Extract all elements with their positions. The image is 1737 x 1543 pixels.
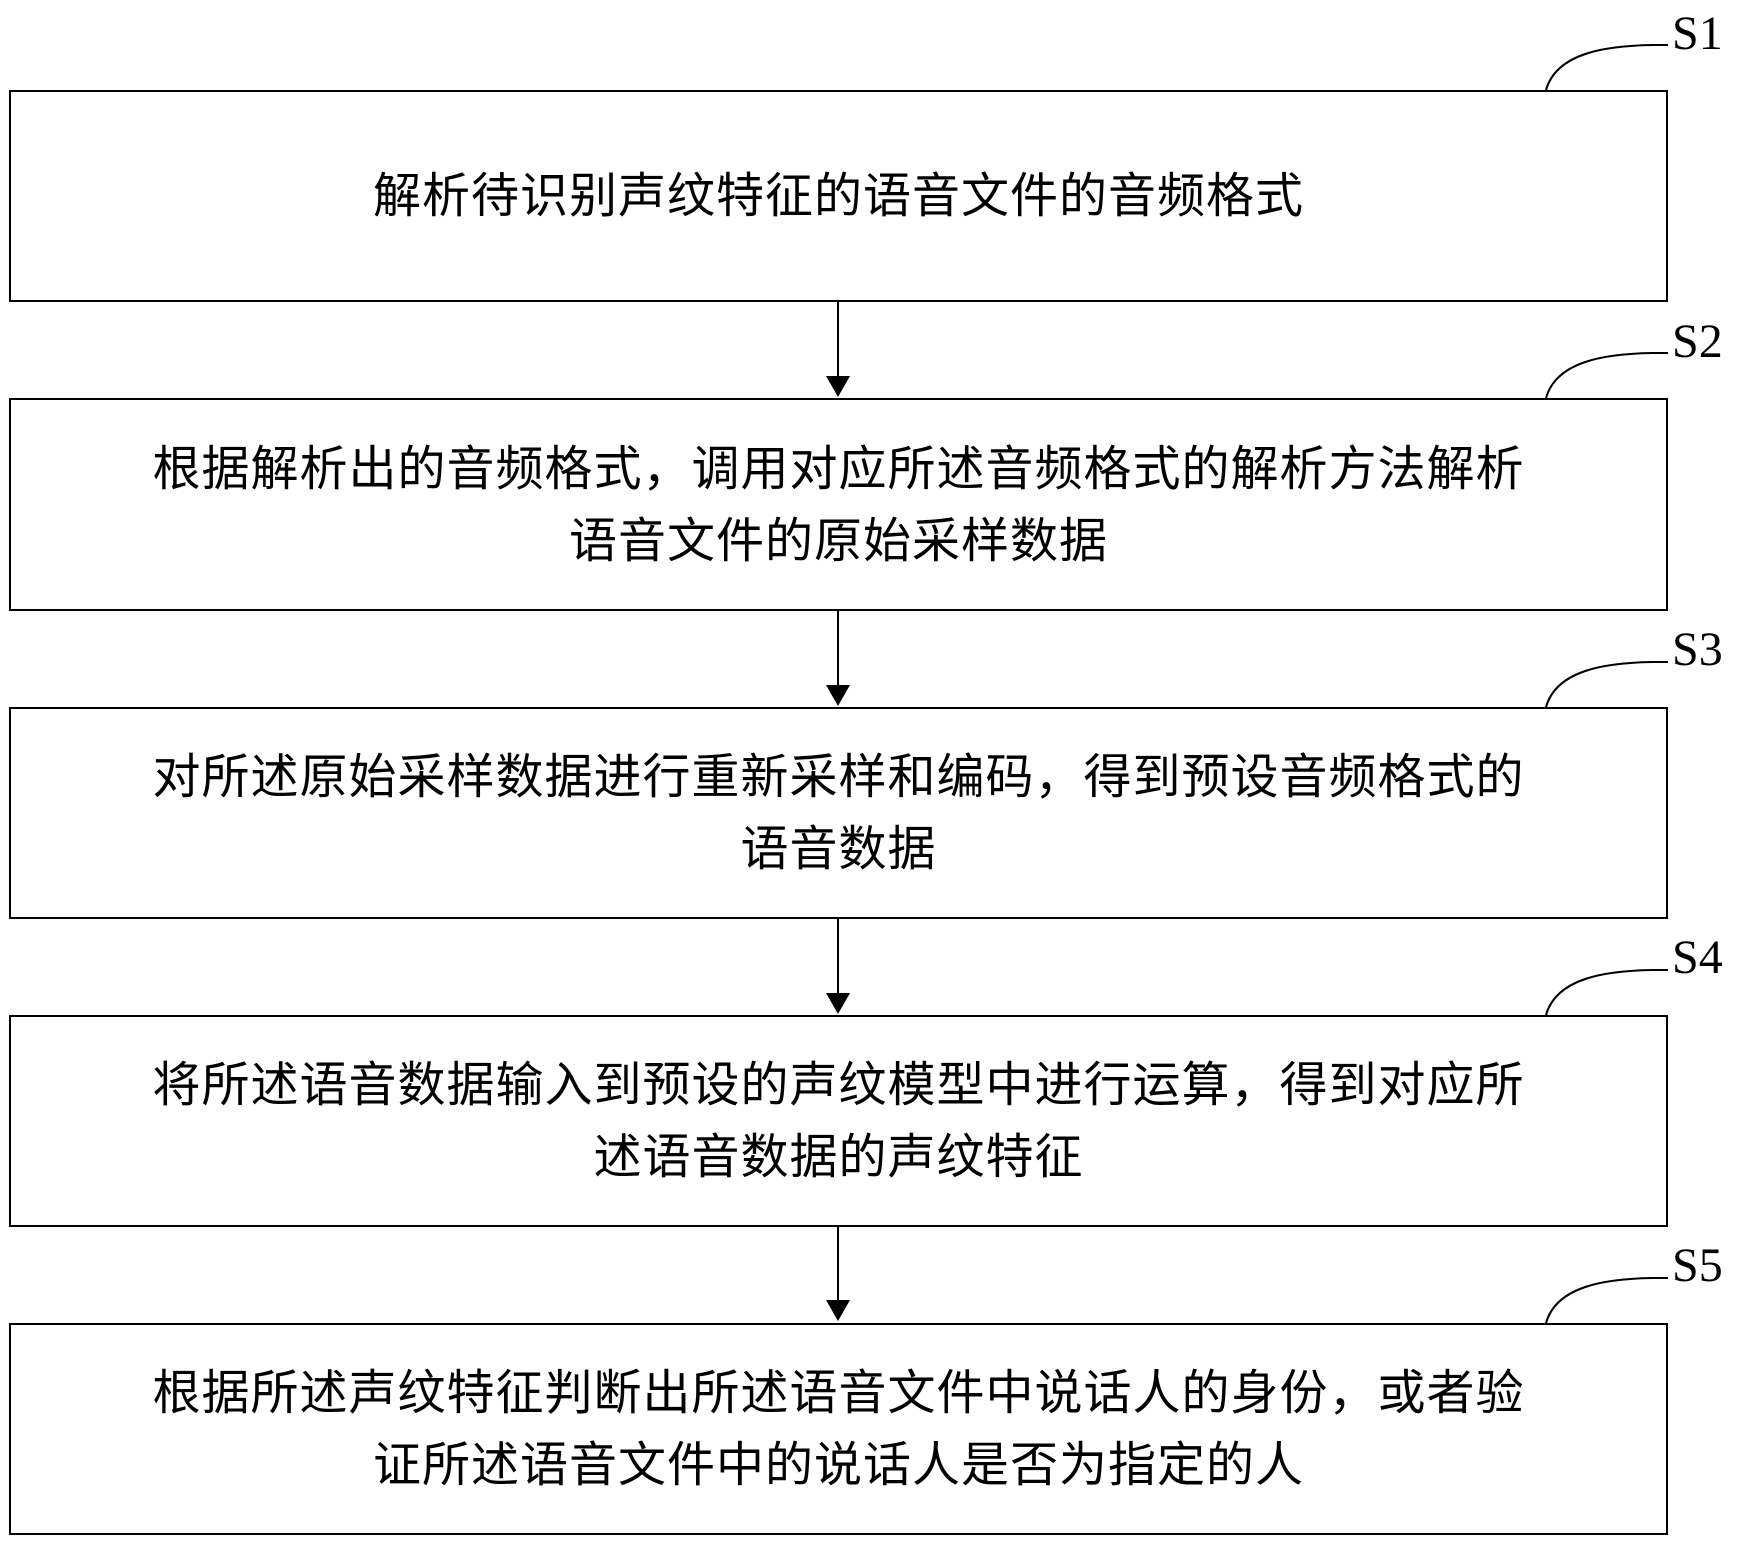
step-box-s3: 对所述原始采样数据进行重新采样和编码，得到预设音频格式的 语音数据 <box>9 707 1668 919</box>
label-leader-line <box>1545 1276 1669 1324</box>
label-leader-line <box>1545 351 1669 399</box>
step-label-s5: S5 <box>1672 1239 1723 1292</box>
step-text: 根据解析出的音频格式，调用对应所述音频格式的解析方法解析 语音文件的原始采样数据 <box>152 440 1525 569</box>
step-label-s2: S2 <box>1672 315 1723 368</box>
flow-arrow <box>826 919 850 1014</box>
flow-arrow <box>826 1227 850 1321</box>
label-leader-line <box>1545 660 1669 708</box>
step-label-s4: S4 <box>1672 931 1723 984</box>
step-box-s2: 根据解析出的音频格式，调用对应所述音频格式的解析方法解析 语音文件的原始采样数据 <box>9 398 1668 611</box>
step-box-s5: 根据所述声纹特征判断出所述语音文件中说话人的身份，或者验 证所述语音文件中的说话… <box>9 1323 1668 1535</box>
step-text: 根据所述声纹特征判断出所述语音文件中说话人的身份，或者验 证所述语音文件中的说话… <box>152 1365 1525 1493</box>
label-leader-line <box>1545 968 1669 1016</box>
step-box-s1: 解析待识别声纹特征的语音文件的音频格式 <box>9 90 1668 302</box>
flow-arrow <box>826 302 850 397</box>
step-label-s1: S1 <box>1672 7 1723 60</box>
step-label-s3: S3 <box>1672 623 1723 676</box>
flow-arrow <box>826 611 850 706</box>
step-text: 解析待识别声纹特征的语音文件的音频格式 <box>372 168 1304 224</box>
step-box-s4: 将所述语音数据输入到预设的声纹模型中进行运算，得到对应所 述语音数据的声纹特征 <box>9 1015 1668 1227</box>
step-text: 将所述语音数据输入到预设的声纹模型中进行运算，得到对应所 述语音数据的声纹特征 <box>152 1057 1525 1185</box>
step-text: 对所述原始采样数据进行重新采样和编码，得到预设音频格式的 语音数据 <box>152 749 1525 877</box>
label-leader-line <box>1545 43 1669 91</box>
